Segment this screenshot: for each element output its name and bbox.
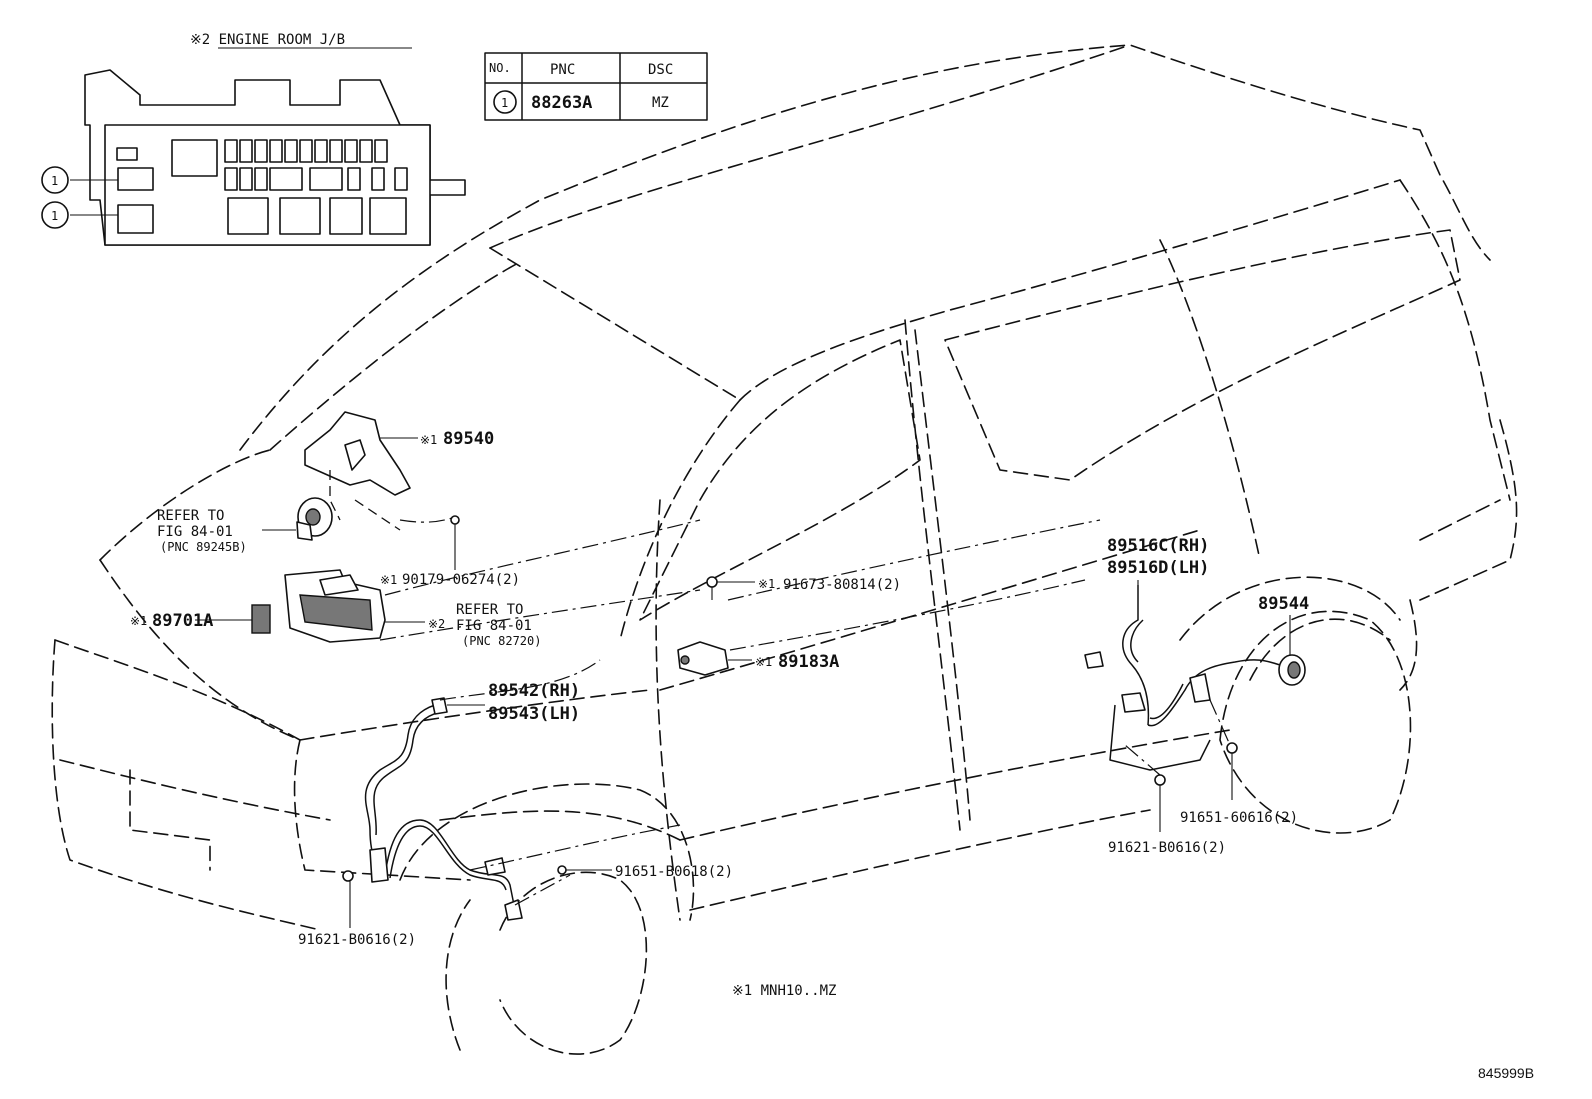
footnote: ※1 MNH10..MZ (732, 983, 836, 999)
label-89516C: 89516C(RH) (1107, 536, 1209, 556)
label-91621-front: 91621-B0616(2) (298, 932, 416, 948)
engine-room-junction-block: ※2 ENGINE ROOM J/B 1 1 (41, 32, 466, 246)
part-89542-front-harness: 89542(RH) 89543(LH) (364, 681, 580, 921)
diagram-id: 845999B (1478, 1065, 1534, 1081)
label-91651-b0618: 91651-B0618(2) (615, 864, 733, 880)
table-cell-no: 1 (501, 96, 508, 110)
callout-circle-1a (41, 166, 69, 194)
part-89183a-sensor: ※1 89183A (677, 641, 839, 676)
part-82720-ecu: ※2 REFER TO FIG 84-01 (PNC 82720) (284, 569, 541, 648)
label-89540: 89540 (443, 429, 494, 449)
label-89701A: 89701A (152, 611, 213, 631)
svg-text:※2: ※2 (428, 617, 445, 631)
table-header-pnc: PNC (550, 62, 575, 78)
svg-text:※1: ※1 (420, 433, 437, 447)
label-89544: 89544 (1258, 594, 1309, 614)
part-89245b-sensor: REFER TO FIG 84-01 (PNC 89245B) (157, 497, 333, 554)
svg-text:※1: ※1 (758, 577, 775, 591)
svg-text:REFER TO: REFER TO (157, 508, 224, 524)
part-89544-rotor: 89544 (1258, 594, 1309, 686)
svg-text:※1: ※1 (755, 655, 772, 669)
table-cell-dsc: MZ (652, 95, 669, 111)
table-header-no: NO. (489, 61, 511, 75)
callout-label: 1 (51, 209, 58, 223)
part-91621-front-bolt: 91621-B0616(2) (298, 870, 416, 948)
part-89540-bracket: ※1 89540 (304, 411, 494, 531)
fuse-slot-2 (117, 204, 154, 234)
fuse-slot-1 (117, 167, 154, 191)
label-89542: 89542(RH) (488, 681, 580, 701)
svg-text:※1: ※1 (130, 614, 147, 628)
table-header-dsc: DSC (648, 62, 673, 78)
label-91621-rear: 91621-B0616(2) (1108, 840, 1226, 856)
svg-text:(PNC 89245B): (PNC 89245B) (160, 540, 247, 554)
part-89701a-connector: ※1 89701A (130, 604, 271, 634)
label-89543: 89543(LH) (488, 704, 580, 724)
svg-text:※1: ※1 (380, 573, 397, 587)
label-90179: 90179-06274(2) (402, 572, 520, 588)
label-91651-60616: 91651-60616(2) (1180, 810, 1298, 826)
part-91651-b0618-bolt: 91651-B0618(2) (557, 864, 733, 880)
callout-circle-1b (41, 201, 69, 229)
pnc-table: NO. PNC DSC 1 88263A MZ (484, 52, 708, 121)
table-cell-pnc: 88263A (531, 93, 592, 113)
label-89516D: 89516D(LH) (1107, 558, 1209, 578)
label-89183A: 89183A (778, 652, 839, 672)
part-91651-60616-bolt: 91651-60616(2) (1180, 742, 1298, 826)
part-90179-bolt: ※1 90179-06274(2) (380, 515, 520, 588)
jb-title: ※2 ENGINE ROOM J/B (190, 32, 345, 48)
reference-lines (379, 517, 1231, 906)
svg-text:REFER TO: REFER TO (456, 602, 523, 618)
label-91673: 91673-80814(2) (783, 577, 901, 593)
svg-text:FIG 84-01: FIG 84-01 (456, 618, 532, 634)
part-91621-rear-bolt: 91621-B0616(2) (1108, 774, 1226, 856)
svg-text:FIG 84-01: FIG 84-01 (157, 524, 233, 540)
svg-text:(PNC 82720): (PNC 82720) (462, 634, 541, 648)
part-89516-rear-harness: 89516C(RH) 89516D(LH) (1084, 536, 1281, 771)
callout-label: 1 (51, 174, 58, 188)
part-91673-bolt: ※1 91673-80814(2) (706, 576, 901, 600)
